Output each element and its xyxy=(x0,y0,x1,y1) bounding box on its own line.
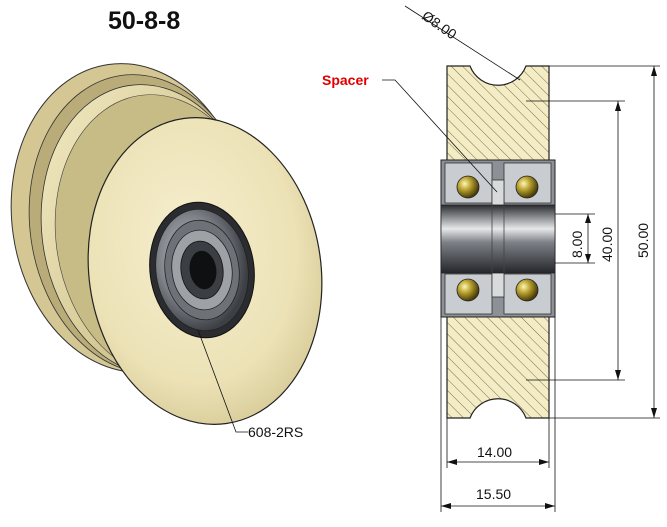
spacer-callout-label: Spacer xyxy=(322,72,369,88)
bore-shaft xyxy=(440,204,556,274)
dim-bore: 8.00 xyxy=(569,231,585,258)
dim-outer-width: 15.50 xyxy=(476,486,511,502)
drawing-title: 50-8-8 xyxy=(108,7,180,35)
section-view: Spacer Ø8.00 50.00 40.00 8.00 14.00 xyxy=(322,5,660,512)
dim-hub-height: 40.00 xyxy=(599,227,615,262)
dim-groove-diameter: Ø8.00 xyxy=(419,7,460,42)
dim-inner-width: 14.00 xyxy=(477,444,512,460)
bearing-section xyxy=(440,159,556,318)
dim-outer-diameter: 50.00 xyxy=(635,223,651,258)
ball-top-left xyxy=(456,175,480,199)
wheel-3d-view: 608-2RS xyxy=(10,63,323,440)
ball-top-right xyxy=(515,175,539,199)
bearing-callout-label: 608-2RS xyxy=(248,424,303,440)
ball-bottom-left xyxy=(456,278,480,302)
bearing-3d xyxy=(149,201,255,339)
ball-bottom-right xyxy=(515,278,539,302)
